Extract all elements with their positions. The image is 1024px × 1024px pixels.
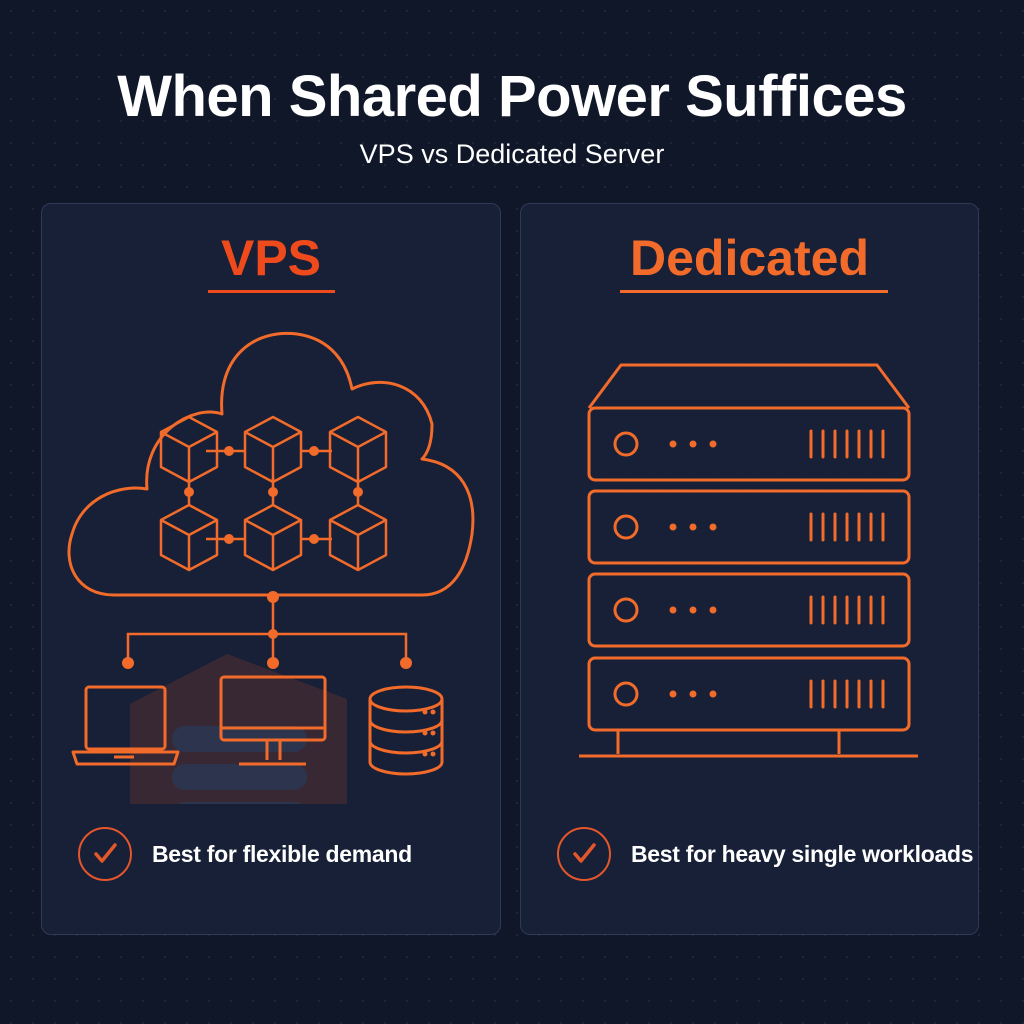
laptop-icon: [71, 685, 180, 766]
server-rack-icon: [579, 363, 918, 758]
monitor-icon: [219, 675, 327, 766]
container-cube-icon: [328, 415, 388, 484]
vps-illustration: [67, 331, 475, 804]
dedicated-illustration: [579, 363, 918, 758]
dedicated-footer: Best for heavy single workloads: [557, 824, 974, 884]
dedicated-title: Dedicated: [630, 230, 869, 286]
cloud-icon: [67, 331, 475, 597]
vps-title-underline: [208, 290, 335, 293]
vps-footer: Best for flexible demand: [78, 824, 412, 884]
database-icon: [368, 685, 444, 776]
container-cube-icon: [243, 503, 303, 572]
dedicated-title-underline: [620, 290, 888, 293]
page-subtitle: VPS vs Dedicated Server: [359, 139, 665, 169]
check-icon: [557, 827, 611, 881]
dedicated-footer-text: Best for heavy single workloads: [631, 840, 974, 867]
page-title: When Shared Power Suffices: [117, 64, 907, 129]
container-cube-icon: [243, 415, 303, 484]
check-icon: [78, 827, 132, 881]
container-cube-icon: [159, 415, 219, 484]
vps-footer-text: Best for flexible demand: [152, 840, 412, 867]
container-cube-icon: [328, 503, 388, 572]
vps-title: VPS: [220, 230, 322, 286]
container-cube-icon: [159, 503, 219, 572]
vps-panel: VPS: [41, 203, 501, 935]
dedicated-panel: Dedicated: [520, 203, 979, 935]
